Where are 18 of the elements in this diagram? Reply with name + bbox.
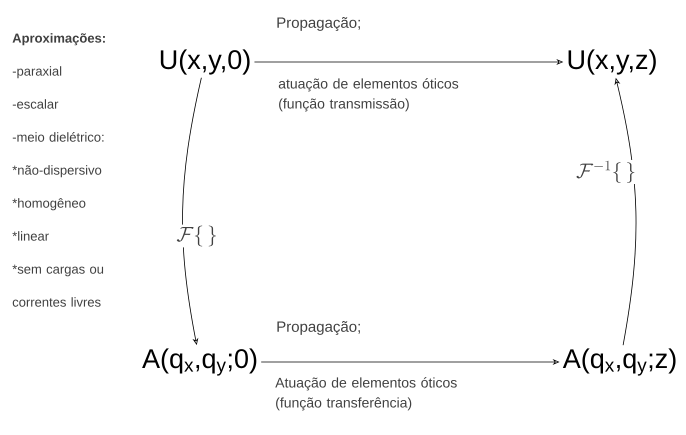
- arrow-note: Atuação de elementos óticos (função transferência): [275, 377, 457, 410]
- approximation-note: *homogêneo: [12, 198, 86, 210]
- edge-label: Propagação;: [277, 17, 360, 31]
- approximation-note: *sem cargas ou correntes livres: [12, 264, 104, 307]
- edge-label: Propagação;: [277, 321, 360, 335]
- transform-label: $\mathcal{F}\{\,\}$: [176, 226, 216, 246]
- approximation-note: *linear: [12, 231, 49, 241]
- arrow-note: atuação de elementos óticos (função transmissão): [278, 78, 458, 112]
- field-expression: U(x,y,z): [568, 49, 656, 75]
- approximation-note: -paraxial: [12, 66, 62, 78]
- approximation-note: Aproximações:: [12, 33, 105, 46]
- approximation-note: -escalar: [12, 99, 58, 109]
- transform-label: $\mathcal{F}^{-1}\{\,\}$: [576, 160, 634, 183]
- approximation-note: *não-dispersivo: [12, 165, 102, 178]
- field-expression: A(q$_{x}$,q$_{y}$;z): [562, 348, 676, 376]
- field-expression: A(q$_{x}$,q$_{y}$;0): [142, 348, 256, 376]
- approximation-note: -meio dielétrico:: [12, 132, 104, 142]
- field-expression: U(x,y,0): [160, 49, 250, 75]
